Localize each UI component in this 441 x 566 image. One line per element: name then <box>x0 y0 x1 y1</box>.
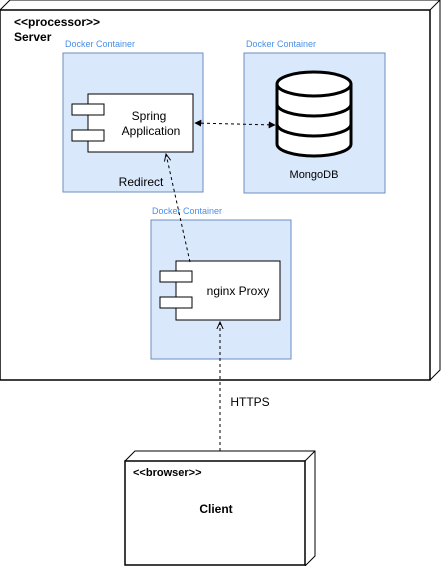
connectors <box>166 119 276 451</box>
component-port-icon <box>71 129 105 142</box>
nginx-container-caption: Docker Container <box>152 206 222 216</box>
server-title: Server <box>14 30 52 44</box>
client-stereotype: <<browser>> <box>133 467 202 479</box>
mongodb-docker-container[interactable]: Docker Container MongoDB <box>243 39 386 194</box>
component-port-icon <box>71 103 105 116</box>
spring-component-label-line2: Application <box>122 124 181 138</box>
spring-application-component[interactable]: Spring Application <box>71 93 194 153</box>
database-icon <box>275 70 353 158</box>
nginx-proxy-component[interactable]: nginx Proxy <box>159 260 281 321</box>
component-port-icon <box>159 270 193 283</box>
spring-mongodb-connector <box>194 119 276 129</box>
mongodb-container-caption: Docker Container <box>246 39 316 49</box>
component-port-icon <box>159 296 193 309</box>
https-label-background <box>226 392 274 410</box>
nginx-docker-container[interactable]: Docker Container nginx Proxy <box>150 206 292 360</box>
spring-component-label-line1: Spring <box>132 109 167 123</box>
https-label: HTTPS <box>230 395 269 409</box>
nginx-spring-connector <box>166 154 191 263</box>
client-node[interactable]: <<browser>> Client <box>124 450 316 566</box>
client-title: Client <box>199 502 232 516</box>
mongodb-label: MongoDB <box>290 169 339 181</box>
nginx-component-label: nginx Proxy <box>207 284 270 298</box>
server-stereotype: <<processor>> <box>14 15 100 29</box>
spring-container-caption: Docker Container <box>65 39 135 49</box>
spring-docker-container[interactable]: Docker Container Spring Application Redi… <box>62 39 204 193</box>
spring-container-footer: Redirect <box>119 175 164 189</box>
